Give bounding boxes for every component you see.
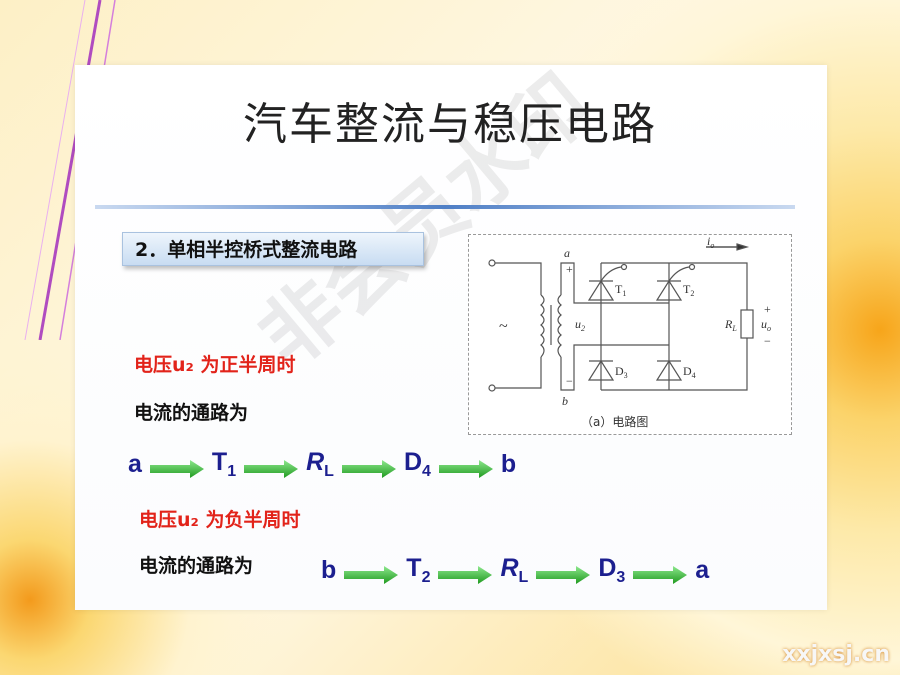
path-node: a <box>128 450 142 478</box>
uo-label: uo <box>761 317 771 333</box>
t1-label: T1 <box>615 282 626 298</box>
circuit-diagram: a b + − ~ u2 io T1 T2 D3 D4 RL + uo − （a… <box>468 234 792 435</box>
path-node: T1 <box>211 448 237 480</box>
circuit-caption: （a）电路图 <box>581 414 648 429</box>
rl-label: RL <box>724 317 737 333</box>
green-arrow-icon <box>438 456 493 478</box>
slide-title: 汽车整流与稳压电路 <box>243 99 657 150</box>
negative-current-path: b T2 RL D3 a <box>321 554 709 587</box>
uo-minus: − <box>764 334 771 348</box>
path-node: RL <box>306 448 334 480</box>
green-arrow-icon <box>438 562 493 584</box>
ac-source-symbol: ~ <box>499 318 508 335</box>
green-arrow-icon <box>633 562 688 584</box>
t2-label: T2 <box>683 282 694 298</box>
io-label: io <box>707 235 714 250</box>
positive-half-heading: 电压u₂ 为正半周时 <box>134 354 296 376</box>
title-divider <box>95 205 795 209</box>
minus-label: − <box>566 374 573 388</box>
uo-plus: + <box>764 302 771 316</box>
path-node: b <box>500 450 517 478</box>
section-heading: 2．单相半控桥式整流电路 <box>122 232 424 266</box>
path-node: D4 <box>403 448 431 480</box>
d3-label: D3 <box>615 364 628 380</box>
path-node: D3 <box>598 554 626 586</box>
green-arrow-icon <box>149 456 204 478</box>
green-arrow-icon <box>244 456 299 478</box>
green-arrow-icon <box>341 456 396 478</box>
green-arrow-icon <box>536 562 591 584</box>
path-node: RL <box>500 554 529 586</box>
site-logo: xxjxsj.cn <box>782 642 890 667</box>
negative-path-label: 电流的通路为 <box>139 555 254 577</box>
d4-label: D4 <box>683 364 696 380</box>
negative-half-heading: 电压u₂ 为负半周时 <box>139 509 301 531</box>
positive-current-path: a T1 RL D4 b <box>128 448 516 481</box>
path-node: a <box>695 556 710 584</box>
positive-path-label: 电流的通路为 <box>134 402 249 424</box>
u2-label: u2 <box>575 317 585 333</box>
path-node: b <box>321 556 337 584</box>
path-node: T2 <box>406 554 431 586</box>
node-b-label: b <box>562 394 568 408</box>
node-a-label: a <box>564 246 570 260</box>
green-arrow-icon <box>344 562 399 584</box>
plus-label: + <box>566 262 573 276</box>
